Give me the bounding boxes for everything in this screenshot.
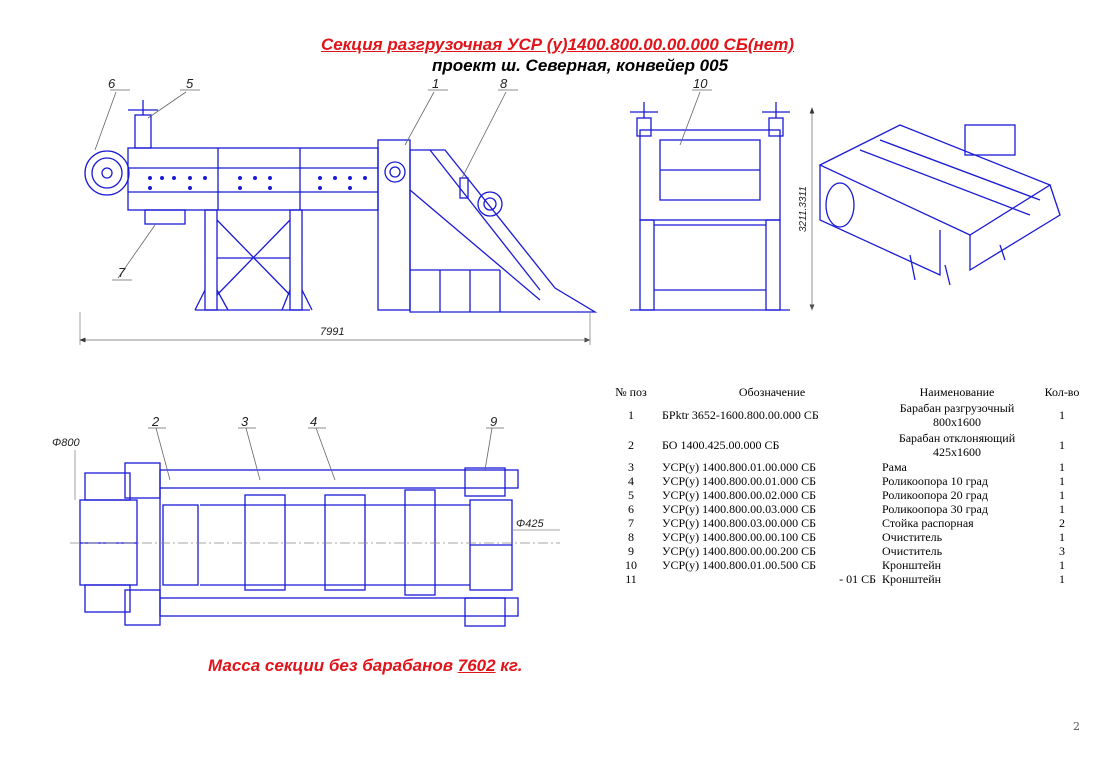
header-designation: Обозначение: [738, 385, 806, 399]
row-name: Барабан отклоняющий 425х1600: [898, 431, 1016, 459]
dim-length: 7991: [320, 326, 344, 338]
row-designation: - 01 СБ: [839, 572, 876, 586]
project-subtitle: проект ш. Северная, конвейер 005: [431, 56, 729, 75]
row-designation: УСР(у) 1400.800.01.00.000 СБ: [662, 460, 817, 474]
row-pos: 1: [628, 408, 634, 422]
row-pos: 2: [628, 438, 634, 452]
table-row: 4 УСР(у) 1400.800.00.01.000 СБ Роликоопо…: [608, 474, 1092, 488]
row-qty: 1: [1059, 460, 1065, 474]
row-qty: 1: [1059, 502, 1065, 516]
callout-7: 7: [118, 265, 126, 280]
discharge-drum-side: [84, 150, 130, 196]
callout-9: 9: [490, 414, 497, 429]
specification-table: № поз Обозначение Наименование Кол-во 1 …: [608, 384, 1092, 586]
table-row: 1 БPktr 3652-1600.800.00.000 СБ Барабан …: [608, 400, 1092, 430]
row-name: Кронштейн: [882, 572, 942, 586]
callout-1: 1: [432, 76, 439, 91]
row-designation: УСР(у) 1400.800.03.00.000 СБ: [662, 516, 817, 530]
table-row: 2 БО 1400.425.00.000 СБ Барабан отклоняю…: [608, 430, 1092, 460]
isometric-view: [818, 124, 1061, 286]
row-qty: 1: [1059, 438, 1065, 452]
table-row: 5 УСР(у) 1400.800.00.02.000 СБ Роликоопо…: [608, 488, 1092, 502]
row-name: Роликоопора 10 град: [882, 474, 988, 488]
callout-6: 6: [108, 76, 116, 91]
row-name: Рама: [882, 460, 907, 474]
row-pos: 4: [628, 474, 634, 488]
row-designation: УСР(у) 1400.800.01.00.500 СБ: [662, 558, 817, 572]
table-row: 3 УСР(у) 1400.800.01.00.000 СБ Рама 1: [608, 460, 1092, 474]
row-qty: 1: [1059, 488, 1065, 502]
drawing-title: Секция разгрузочная УСР (у)1400.800.00.0…: [320, 35, 795, 54]
row-pos: 9: [628, 544, 634, 558]
row-designation: БPktr 3652-1600.800.00.000 СБ: [662, 408, 819, 422]
row-designation: УСР(у) 1400.800.00.02.000 СБ: [662, 488, 817, 502]
dim-phi800: Φ800: [52, 437, 80, 449]
row-name: Очиститель: [882, 530, 943, 544]
row-designation: УСР(у) 1400.800.00.00.200 СБ: [662, 544, 817, 558]
table-row: 10 УСР(у) 1400.800.01.00.500 СБ Кронштей…: [608, 558, 1092, 572]
table-header: № поз Обозначение Наименование Кол-во: [608, 384, 1092, 400]
mass-suffix: кг.: [495, 656, 523, 675]
row-designation: УСР(у) 1400.800.00.03.000 СБ: [662, 502, 817, 516]
row-designation: УСР(у) 1400.800.00.01.000 СБ: [662, 474, 817, 488]
row-designation: БО 1400.425.00.000 СБ: [662, 438, 780, 452]
table-row: 9 УСР(у) 1400.800.00.00.200 СБ Очистител…: [608, 544, 1092, 558]
row-pos: 7: [628, 516, 634, 530]
row-pos: 10: [625, 558, 637, 572]
row-pos: 5: [628, 488, 634, 502]
row-qty: 1: [1059, 572, 1065, 586]
row-pos: 3: [628, 460, 634, 474]
table-row: 8 УСР(у) 1400.800.00.00.100 СБ Очистител…: [608, 530, 1092, 544]
page-number: 2: [1073, 720, 1080, 733]
callout-2: 2: [151, 414, 160, 429]
table-row: 7 УСР(у) 1400.800.03.00.000 СБ Стойка ра…: [608, 516, 1092, 530]
row-designation: УСР(у) 1400.800.00.00.100 СБ: [662, 530, 817, 544]
side-view: [84, 100, 598, 313]
row-qty: 3: [1059, 544, 1065, 558]
mass-prefix: Масса секции без барабанов: [208, 656, 458, 675]
main-frame-beam: [127, 147, 379, 211]
table-row: 11 - 01 СБ Кронштейн 1: [608, 572, 1092, 586]
row-qty: 1: [1059, 558, 1065, 572]
header-name: Наименование: [919, 385, 995, 399]
row-qty: 1: [1059, 474, 1065, 488]
callout-5: 5: [186, 76, 194, 91]
callout-3: 3: [241, 414, 249, 429]
row-qty: 2: [1059, 516, 1065, 530]
callout-8: 8: [500, 76, 508, 91]
dim-height: 3211.3311: [798, 186, 809, 232]
callout-4: 4: [310, 414, 317, 429]
row-pos: 6: [628, 502, 634, 516]
table-row: 6 УСР(у) 1400.800.00.03.000 СБ Роликоопо…: [608, 502, 1092, 516]
row-name: Барабан разгрузочный 800х1600: [899, 401, 1015, 429]
section-mass: Масса секции без барабанов 7602 кг.: [208, 656, 522, 676]
front-view: [630, 102, 790, 311]
dim-phi425: Φ425: [516, 518, 544, 530]
row-pos: 11: [625, 572, 637, 586]
mass-value: 7602: [457, 656, 496, 675]
callout-10: 10: [693, 76, 708, 91]
row-name: Роликоопора 30 град: [882, 502, 988, 516]
plan-view: [79, 462, 519, 627]
row-qty: 1: [1059, 530, 1065, 544]
row-qty: 1: [1059, 408, 1065, 422]
row-name: Стойка распорная: [882, 516, 974, 530]
row-name: Роликоопора 20 град: [882, 488, 988, 502]
row-name: Очиститель: [882, 544, 943, 558]
row-pos: 8: [628, 530, 634, 544]
row-name: Кронштейн: [882, 558, 942, 572]
header-qty: Кол-во: [1044, 385, 1080, 399]
header-pos: № поз: [615, 385, 647, 399]
